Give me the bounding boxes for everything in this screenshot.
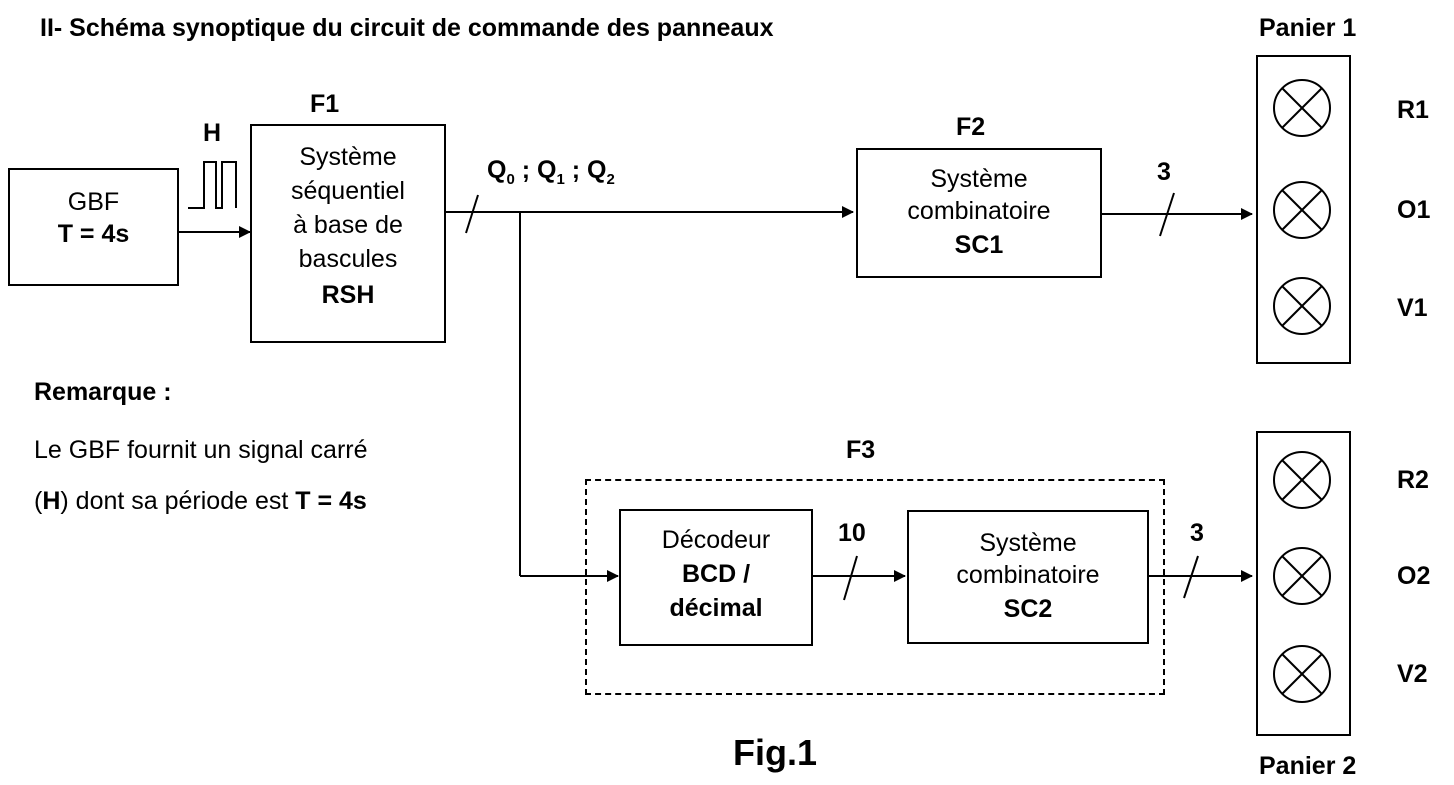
f1-line-4: bascules [298,245,398,273]
decoder-block: Décodeur BCD / décimal [619,509,813,646]
f2-line-2: combinatoire [907,197,1051,225]
f1-name: RSH [321,281,375,309]
lamp-label-r1: R1 [1397,96,1429,124]
decoder-line-2: BCD / [681,560,751,588]
f2-name: SC1 [954,231,1004,259]
lamp-label-v2: V2 [1397,660,1428,688]
f2-line-1: Système [930,165,1028,193]
bus-label-q: Q0 ; Q1 ; Q2 [487,156,615,188]
lamp-icon [1273,645,1331,703]
lamp-label-o1: O1 [1397,196,1431,224]
decoder-line-3: décimal [669,594,763,622]
f1-label: F1 [310,90,340,118]
lamp-label-v1: V1 [1397,294,1428,322]
lamp-label-o2: O2 [1397,562,1431,590]
figure-caption: Fig.1 [733,732,818,773]
bus-slash-sc1 [1159,192,1175,237]
gbf-block: GBF T = 4s [8,168,179,286]
lamp-icon [1273,451,1331,509]
gbf-period: T = 4s [57,220,130,248]
page-title: II- Schéma synoptique du circuit de comm… [40,14,774,42]
f1-line-3: à base de [293,211,403,239]
f1-line-2: séquentiel [291,177,405,205]
gbf-name: GBF [67,188,120,216]
lamp-label-r2: R2 [1397,466,1429,494]
f1-sequential-block: Système séquentiel à base de bascules RS… [250,124,446,343]
sc2-line-3: SC2 [1003,595,1053,623]
sc2-block: Système combinatoire SC2 [907,510,1149,644]
panier2-title: Panier 2 [1259,752,1357,780]
bus-width-decoder: 10 [838,519,866,547]
f3-group [585,479,1165,695]
bus-width-sc2: 3 [1190,519,1204,547]
sc2-line-2: combinatoire [956,561,1100,589]
remark-heading: Remarque : [34,378,172,406]
lamp-icon [1273,181,1331,239]
bus-width-sc1: 3 [1157,158,1171,186]
f2-label: F2 [956,113,986,141]
panier1-title: Panier 1 [1259,14,1357,42]
f3-label: F3 [846,436,876,464]
decoder-line-1: Décodeur [661,526,771,554]
f2-sc1-block: Système combinatoire SC1 [856,148,1102,278]
panier1-panel [1256,55,1351,364]
lamp-icon [1273,277,1331,335]
remark-line-1: Le GBF fournit un signal carré [34,436,368,464]
lamp-icon [1273,547,1331,605]
bus-slash-sc2 [1183,555,1199,599]
clock-signal-icon [188,161,237,209]
lamp-icon [1273,79,1331,137]
panier2-panel [1256,431,1351,736]
bus-slash-decoder [843,555,858,601]
remark-line-2: (H) dont sa période est T = 4s [34,487,367,515]
clock-label: H [203,119,222,147]
bus-slash-q [465,194,479,234]
f1-line-1: Système [299,143,397,171]
sc2-line-1: Système [979,529,1077,557]
